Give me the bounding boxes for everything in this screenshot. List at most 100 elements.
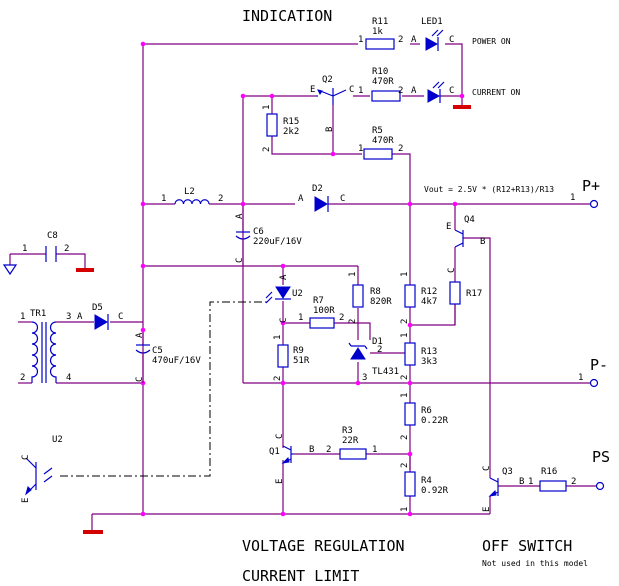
- svg-text:C6: C6: [253, 227, 264, 237]
- svg-text:E: E: [275, 479, 285, 484]
- heading-current-limit: CURRENT LIMIT: [242, 567, 359, 585]
- svg-text:3: 3: [362, 373, 367, 383]
- resistor-r15: R15 2k2 1 2: [262, 105, 299, 152]
- svg-text:2: 2: [348, 319, 358, 324]
- svg-text:R7: R7: [313, 296, 324, 306]
- svg-text:1: 1: [348, 272, 358, 277]
- svg-text:2: 2: [400, 463, 410, 468]
- resistor-r10: R10 470R 1 2: [358, 67, 403, 102]
- led-led1: LED1 A C POWER ON: [411, 17, 511, 51]
- heading-voltage-regulation: VOLTAGE REGULATION: [242, 537, 405, 555]
- svg-text:220uF/16V: 220uF/16V: [253, 237, 302, 247]
- svg-text:2k2: 2k2: [283, 127, 299, 137]
- svg-text:TR1: TR1: [30, 309, 46, 319]
- svg-text:Q4: Q4: [464, 215, 475, 225]
- inductor-l2: L2 1 2: [161, 187, 223, 205]
- terminal-p-plus: P+ 1: [570, 177, 600, 209]
- svg-text:C: C: [235, 258, 245, 263]
- svg-text:470R: 470R: [372, 77, 394, 87]
- resistor-r11: R11 1k 1 2: [358, 17, 403, 50]
- terminal-ps-label: PS: [592, 448, 610, 466]
- ground-symbol: [2, 264, 18, 276]
- svg-text:1: 1: [400, 333, 410, 338]
- svg-text:R5: R5: [372, 126, 383, 136]
- svg-text:POWER ON: POWER ON: [472, 37, 511, 46]
- svg-text:R9: R9: [293, 346, 304, 356]
- diode-d5: D5 A C: [77, 303, 123, 330]
- terminal-p-minus-label: P-: [590, 356, 608, 374]
- svg-text:C: C: [135, 377, 145, 382]
- optocoupler-led-u2: U2 A C: [265, 274, 303, 323]
- svg-text:1: 1: [400, 507, 410, 512]
- svg-text:A: A: [135, 332, 145, 338]
- svg-text:C: C: [21, 455, 31, 460]
- svg-text:LED1: LED1: [421, 17, 443, 27]
- svg-text:C: C: [449, 86, 454, 96]
- resistor-r3: R3 22R 2 1: [326, 426, 377, 460]
- svg-text:2: 2: [218, 194, 223, 204]
- svg-text:A: A: [298, 194, 304, 204]
- svg-text:B: B: [480, 237, 485, 247]
- svg-text:1: 1: [528, 477, 533, 487]
- svg-text:2: 2: [339, 313, 344, 323]
- svg-text:U2: U2: [292, 289, 303, 299]
- heading-indication: INDICATION: [242, 7, 332, 25]
- svg-text:R11: R11: [372, 17, 388, 27]
- junction-dots: [140, 41, 465, 517]
- svg-text:D2: D2: [312, 184, 323, 194]
- ground-symbol: [76, 268, 94, 272]
- transistor-q1: Q1 B C E: [269, 434, 314, 484]
- svg-text:TL431: TL431: [372, 367, 399, 377]
- svg-text:1k: 1k: [372, 27, 383, 37]
- heading-off-switch: OFF SWITCH: [482, 537, 572, 555]
- svg-text:A: A: [279, 274, 289, 280]
- svg-text:B: B: [519, 477, 524, 487]
- svg-text:C: C: [118, 312, 123, 322]
- svg-text:Q1: Q1: [269, 447, 280, 457]
- capacitor-c5: C5 470uF/16V A C: [135, 332, 201, 383]
- svg-text:1: 1: [400, 272, 410, 277]
- terminal-p-plus-label: P+: [582, 177, 600, 195]
- svg-text:D5: D5: [92, 303, 103, 313]
- svg-text:2: 2: [398, 86, 403, 96]
- resistor-r5: R5 470R 1 2: [358, 126, 403, 160]
- svg-text:L2: L2: [184, 187, 195, 197]
- resistor-r4: R4 0.92R 2 1: [400, 463, 449, 512]
- svg-text:0.22R: 0.22R: [421, 416, 449, 426]
- svg-text:1: 1: [358, 35, 363, 45]
- svg-text:E: E: [446, 222, 451, 232]
- svg-text:A: A: [235, 213, 245, 219]
- svg-text:R15: R15: [283, 117, 299, 127]
- svg-text:2: 2: [64, 244, 69, 254]
- svg-text:3k3: 3k3: [421, 357, 437, 367]
- shunt-regulator-d1: D1 TL431 2 3: [348, 337, 399, 383]
- svg-text:470uF/16V: 470uF/16V: [152, 356, 201, 366]
- svg-text:2: 2: [262, 147, 272, 152]
- transistor-q3: Q3 B C E: [482, 466, 524, 512]
- wiring: [9, 43, 596, 530]
- svg-text:R17: R17: [466, 289, 482, 299]
- svg-text:R12: R12: [421, 287, 437, 297]
- resistor-r12: R12 4k7 1 2: [400, 272, 437, 324]
- svg-text:2: 2: [398, 144, 403, 154]
- terminal-p-minus: P- 1: [578, 356, 608, 388]
- diode-d2: D2 A C: [298, 184, 345, 212]
- svg-text:2: 2: [273, 376, 283, 381]
- svg-text:C: C: [482, 466, 492, 471]
- ground-symbol: [453, 105, 471, 109]
- svg-text:2: 2: [400, 375, 410, 380]
- ground-symbol: [83, 530, 103, 534]
- svg-text:D1: D1: [372, 337, 383, 347]
- svg-text:R13: R13: [421, 347, 437, 357]
- svg-text:E: E: [21, 498, 31, 503]
- svg-text:C: C: [447, 268, 457, 273]
- svg-text:2: 2: [398, 35, 403, 45]
- svg-text:1: 1: [298, 313, 303, 323]
- svg-text:470R: 470R: [372, 136, 394, 146]
- svg-text:C: C: [449, 35, 454, 45]
- svg-text:1: 1: [358, 144, 363, 154]
- svg-text:1: 1: [20, 312, 25, 322]
- led-current-on: A C CURRENT ON: [411, 81, 520, 109]
- svg-text:0.92R: 0.92R: [421, 486, 449, 496]
